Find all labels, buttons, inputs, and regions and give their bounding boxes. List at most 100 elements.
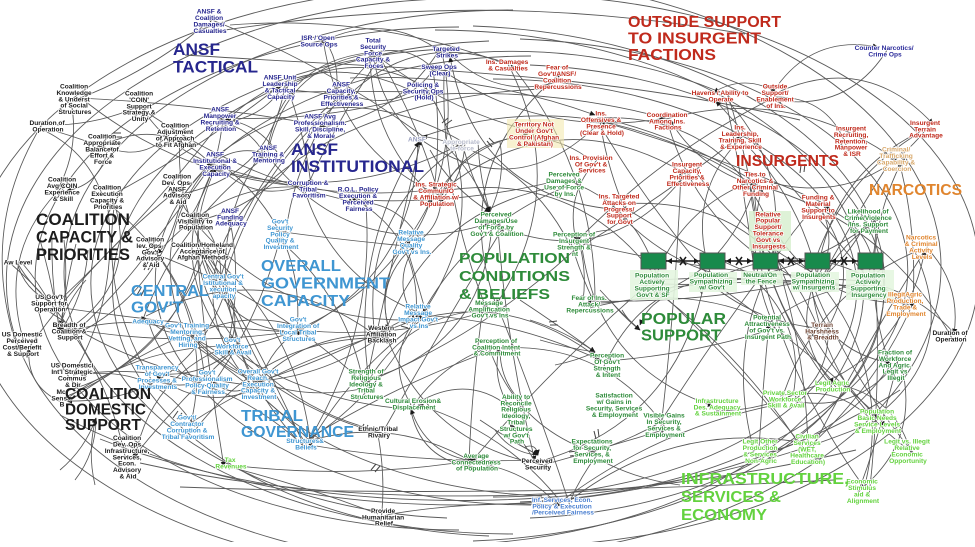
svg-text:INFRASTRUCTURE,: INFRASTRUCTURE, bbox=[681, 471, 849, 488]
svg-text:US Domestic Perceived Cost/Ben: US Domestic Perceived Cost/Benefit & Sup… bbox=[2, 332, 45, 358]
svg-text:ANSF Training & Mentoring: ANSF Training & Mentoring bbox=[252, 145, 286, 165]
svg-text:ANSF: ANSF bbox=[173, 41, 220, 59]
svg-text:GOV'T: GOV'T bbox=[131, 300, 184, 317]
svg-text:Coalition Adjustment of Approa: Coalition Adjustment of Approach to Fit … bbox=[156, 123, 196, 149]
svg-text:Fear of Ins. Attack/ Repercuss: Fear of Ins. Attack/ Repercussions bbox=[566, 295, 614, 315]
svg-text:ANSF: ANSF bbox=[408, 136, 426, 143]
svg-text:Economic Stimulus aid & Alignm: Economic Stimulus aid & Alignment bbox=[846, 479, 880, 505]
svg-text:Coalition/Homeland Acceptance: Coalition/Homeland Acceptance of Afghan … bbox=[171, 242, 235, 262]
svg-text:Western Affiliation Backlash: Western Affiliation Backlash bbox=[366, 325, 398, 345]
svg-text:ANSF Capacity, Priorities & Ef: ANSF Capacity, Priorities & Effectivenes… bbox=[321, 82, 364, 108]
svg-text:Satisfaction w/ Gains in Secur: Satisfaction w/ Gains in Security, Servi… bbox=[586, 393, 644, 419]
svg-text:Civilian Services (WET, Health: Civilian Services (WET, Healthcare Educa… bbox=[790, 434, 826, 467]
svg-text:Ties to Narcotics & Other Crim: Ties to Narcotics & Other Criminal Fundi… bbox=[732, 172, 780, 198]
svg-text:POPULAR: POPULAR bbox=[641, 311, 726, 328]
svg-text:ANSF & Coalition Damages/ Casu: ANSF & Coalition Damages/ Casualties bbox=[194, 9, 227, 35]
svg-text:Ins. Damages & Casualties: Ins. Damages & Casualties bbox=[486, 59, 530, 72]
svg-text:Message Amplification Gov't vs: Message Amplification Gov't vs Ins bbox=[468, 300, 512, 320]
svg-text:Tax Revenues: Tax Revenues bbox=[215, 457, 246, 470]
svg-text:Outside Support/ Enablement of: Outside Support/ Enablement of Ins. bbox=[756, 84, 795, 110]
svg-text:Coalition Dev. Ops Infrastruct: Coalition Dev. Ops Infrastructure, Servi… bbox=[105, 435, 152, 480]
svg-text:Coalition Execution Capacity &: Coalition Execution Capacity & Prioritie… bbox=[90, 185, 126, 211]
svg-text:ANSF Funding Adequacy: ANSF Funding Adequacy bbox=[215, 208, 247, 228]
svg-text:Aw Level: Aw Level bbox=[4, 259, 33, 266]
svg-text:Gov't Training Mentoring, Vett: Gov't Training Mentoring, Vetting, and H… bbox=[165, 323, 211, 349]
svg-text:GOVERNANCE: GOVERNANCE bbox=[241, 424, 354, 441]
svg-text:& BELIEFS: & BELIEFS bbox=[459, 287, 550, 303]
svg-text:Expectations for Security, Ser: Expectations for Security, Services, & E… bbox=[572, 439, 615, 465]
svg-text:Inf. Services, Econ. Policy &: Inf. Services, Econ. Policy & Execution … bbox=[532, 497, 594, 517]
svg-text:Overall Gov't Reach, Execution: Overall Gov't Reach, Execution Capacity … bbox=[238, 369, 281, 402]
svg-text:Infrastructure Des. Adequacy &: Infrastructure Des. Adequacy & Sustainme… bbox=[694, 398, 743, 418]
svg-text:Mc Sensa B: Mc Sensa B bbox=[51, 389, 72, 409]
svg-text:Cultural Erosion& Displacement: Cultural Erosion& Displacement bbox=[385, 398, 443, 411]
svg-text:TO INSURGENT: TO INSURGENT bbox=[628, 31, 762, 48]
svg-text:ANSF Unit Leadership & Tactica: ANSF Unit Leadership & Tactical Capacity bbox=[262, 75, 299, 101]
svg-text:TRIBAL: TRIBAL bbox=[241, 408, 303, 425]
svg-text:Breadth of Coalition & Support: Breadth of Coalition & Support bbox=[52, 322, 89, 342]
svg-text:INSTITUTIONAL: INSTITUTIONAL bbox=[291, 158, 424, 176]
svg-text:Likelihood of Crime/Violence /: Likelihood of Crime/Violence /Ins. Suppo… bbox=[844, 209, 893, 235]
svg-text:Average Connectedness of Popul: Average Connectedness of Population bbox=[452, 453, 503, 473]
svg-text:Legit Agric Production: Legit Agric Production bbox=[815, 380, 851, 393]
svg-text:CAPACITY: CAPACITY bbox=[261, 293, 351, 310]
svg-text:Coalition Appropriate Balance: Coalition Appropriate Balance of Effort … bbox=[83, 134, 122, 167]
svg-text:Coalition 'COIN' Support Strat: Coalition 'COIN' Support Strategy & Unit… bbox=[123, 91, 158, 124]
svg-text:INSURGENTS: INSURGENTS bbox=[736, 153, 839, 170]
svg-text:CENTRAL: CENTRAL bbox=[131, 283, 209, 300]
svg-text:Population Actively Supporting: Population Actively Supporting Gov't & S… bbox=[634, 273, 671, 299]
svg-text:Legit vs. Illegit Relative Eco: Legit vs. Illegit Relative Economic Oppo… bbox=[884, 439, 932, 465]
svg-text:Criminal/ Trafficking Capabili: Criminal/ Trafficking Capability & Coerc… bbox=[877, 147, 917, 173]
svg-text:US Gov't Support for Operation: US Gov't Support for Operation bbox=[31, 294, 69, 314]
svg-text:SUPPORT: SUPPORT bbox=[641, 328, 721, 345]
svg-text:Structures& Beliefs: Structures& Beliefs bbox=[286, 438, 326, 451]
svg-text:Relative Message Quality Gov't: Relative Message Quality Gov't vs Ins. bbox=[393, 230, 432, 256]
svg-text:Population Actively Supporting: Population Actively Supporting Insurgenc… bbox=[850, 273, 887, 299]
svg-text:PRIORITIES: PRIORITIES bbox=[36, 245, 130, 264]
svg-text:Insurgent Capacity, Priorities: Insurgent Capacity, Priorities & Effecti… bbox=[667, 162, 710, 188]
svg-text:Gov't Professionalism Policy Q: Gov't Professionalism Policy Quality & F… bbox=[182, 370, 235, 396]
svg-text:Gov't Integration of Local Tri: Gov't Integration of Local Tribal Struct… bbox=[277, 317, 321, 343]
svg-text:Funding & Material Support to: Funding & Material Support to Insurgents bbox=[801, 195, 836, 221]
svg-text:ANSF Institutional & Execution: ANSF Institutional & Execution Capacity bbox=[193, 152, 239, 178]
svg-text:Transparency of Gov't Processe: Transparency of Gov't Processes & Invest… bbox=[136, 365, 181, 391]
svg-text:Appropriate te force: Appropriate te force bbox=[442, 139, 481, 152]
svg-text:Ins. Strategic CommunIO & Affi: Ins. Strategic CommunIO & Affiliation w/… bbox=[413, 182, 460, 208]
svg-text:Duration of Operation: Duration of Operation bbox=[932, 330, 969, 343]
svg-text:Legit Other Production & Servi: Legit Other Production & Services Non-Ag… bbox=[742, 439, 779, 465]
svg-text:Policing & Security Ops (Hold): Policing & Security Ops (Hold) bbox=[403, 82, 446, 102]
svg-text:OUTSIDE SUPPORT: OUTSIDE SUPPORT bbox=[628, 14, 782, 31]
svg-text:Coalition Avg COIN Experience: Coalition Avg COIN Experience & Skill bbox=[44, 177, 81, 203]
svg-text:Ethnic/Tribal Rivalry: Ethnic/Tribal Rivalry bbox=[358, 426, 399, 439]
svg-text:Corruption & Tribal Favoritism: Corruption & Tribal Favoritism bbox=[288, 180, 331, 200]
svg-text:Potential Attractiveness of Go: Potential Attractiveness of Gov't vs. In… bbox=[744, 315, 791, 341]
svg-text:ANSF Avg Professionalism. Skil: ANSF Avg Professionalism. Skill, Discipl… bbox=[294, 114, 349, 140]
svg-text:Territory Not Under Gov't Cont: Territory Not Under Gov't Control (Afgha… bbox=[509, 122, 561, 148]
svg-text:Insurgent Terrain Advantage: Insurgent Terrain Advantage bbox=[909, 120, 943, 140]
svg-text:Ins. Leadership, Training, Ski: Ins. Leadership, Training, Skill & Exper… bbox=[719, 125, 764, 151]
svg-text:NARCOTICS: NARCOTICS bbox=[869, 182, 962, 199]
svg-text:Private Sector Workforce Skill: Private Sector Workforce Skill & Avail bbox=[763, 390, 809, 410]
svg-text:ANSF Manpower Recruiting & Ret: ANSF Manpower Recruiting & Retention bbox=[200, 107, 241, 133]
svg-text:Perception of Coalition Intent: Perception of Coalition Intent & Commitm… bbox=[472, 338, 522, 358]
svg-text:Perception Of Gov't Strength &: Perception Of Gov't Strength & Intent bbox=[590, 353, 626, 379]
svg-text:Coalition Knowledge & Underst: Coalition Knowledge & Underst of Social … bbox=[56, 84, 93, 117]
svg-text:CAPACITY &: CAPACITY & bbox=[36, 228, 133, 247]
svg-text:Coalition Dev. Ops- ANSF Advis: Coalition Dev. Ops- ANSF Advisory & Aid bbox=[162, 174, 194, 207]
svg-text:SUPPORT: SUPPORT bbox=[65, 417, 142, 434]
svg-text:Terrain Harshness & Breadth: Terrain Harshness & Breadth bbox=[805, 322, 841, 342]
svg-text:Coordination Among Ins. Factio: Coordination Among Ins. Factions bbox=[647, 112, 690, 132]
svg-text:Ins. Targeted Attacks on Progr: Ins. Targeted Attacks on Progress/ Suppo… bbox=[599, 194, 641, 227]
svg-text:Gov't/ Contractor Corruption &: Gov't/ Contractor Corruption & Tribal Fa… bbox=[162, 415, 215, 441]
svg-text:Visible Gains In Security, Ser: Visible Gains In Security, Services & Em… bbox=[643, 413, 686, 439]
svg-text:Perception of Insurgent Streng: Perception of Insurgent Strength & nt bbox=[553, 232, 597, 258]
svg-text:R.O.L. Policy Execution & Perc: R.O.L. Policy Execution & Perceived Fair… bbox=[338, 187, 381, 213]
svg-text:Population Sympathizing w/ Gov: Population Sympathizing w/ Gov't bbox=[690, 272, 735, 292]
svg-text:Targeted Strikes: Targeted Strikes bbox=[432, 46, 461, 59]
svg-text:Provide Humanitarian Relief: Provide Humanitarian Relief bbox=[362, 508, 406, 528]
svg-text:Coalition Visibility to Popula: Coalition Visibility to Population bbox=[178, 212, 215, 232]
svg-text:SERVICES &: SERVICES & bbox=[681, 489, 781, 506]
svg-text:OVERALL: OVERALL bbox=[261, 258, 341, 275]
svg-text:US Domestici Int'l Strategic C: US Domestici Int'l Strategic Commus & Di… bbox=[51, 363, 95, 389]
svg-text:ECONOMY: ECONOMY bbox=[681, 507, 767, 524]
